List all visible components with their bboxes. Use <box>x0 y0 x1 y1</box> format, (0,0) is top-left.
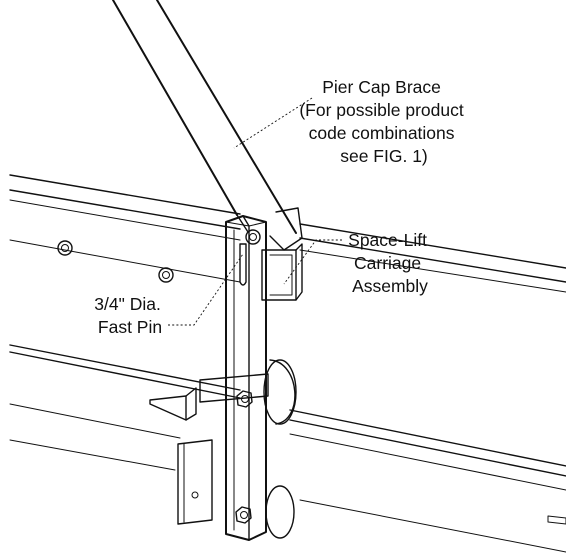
carriage-callout: Space-Lift Carriage Assembly <box>348 230 432 296</box>
rail-bolt <box>158 267 174 283</box>
lower-rail <box>9 344 566 553</box>
fast-pin-leader <box>168 253 244 326</box>
fast-pin <box>239 243 247 286</box>
middle-bolt <box>236 390 253 408</box>
mounting-bracket <box>149 387 213 525</box>
pier-cap-brace-callout: Pier Cap Brace (For possible product cod… <box>299 77 468 166</box>
pier-cap-brace-leader <box>233 97 313 149</box>
rail-bolt <box>57 240 73 256</box>
bottom-bolt <box>235 506 252 524</box>
pier-cap-brace <box>112 0 303 251</box>
vertical-tube <box>225 215 267 541</box>
top-bolt <box>245 229 261 245</box>
carriage-assembly <box>199 243 303 539</box>
carriage-leader <box>283 239 342 285</box>
fast-pin-callout: 3/4" Dia. Fast Pin <box>94 294 165 337</box>
upper-rail <box>9 174 566 293</box>
